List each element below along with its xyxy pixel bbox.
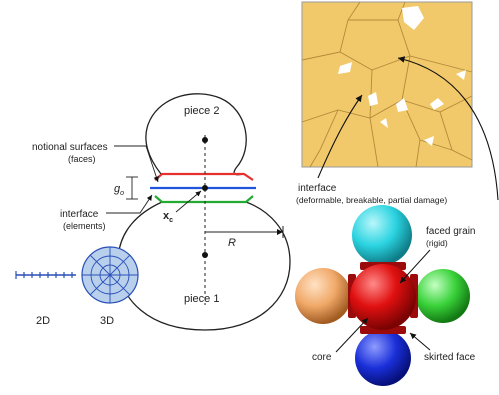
interface-deformable-sub: (deformable, breakable, partial damage)	[296, 195, 447, 205]
sphere-green	[416, 269, 470, 323]
face-top-red	[154, 172, 254, 181]
label-2d: 2D	[36, 315, 50, 327]
sphere-orange	[295, 268, 351, 324]
sphere-core	[350, 264, 416, 330]
sphere-blue	[355, 330, 411, 386]
notional-surfaces-title: notional surfaces	[32, 142, 108, 153]
faced-grain-sub: (rigid)	[426, 238, 448, 248]
sphere-cyan	[352, 205, 412, 265]
element-2d: 2D	[15, 271, 76, 327]
skirted-face-leader	[409, 332, 431, 351]
faced-grain-model	[295, 205, 470, 386]
skirted-face-label: skirted face	[424, 352, 476, 363]
label-3d: 3D	[100, 315, 114, 327]
pieces-diagram: R go xc piece 2 piece 1 notional surface…	[32, 93, 291, 331]
interface-elements-sub: (elements)	[63, 221, 106, 231]
element-3d: 3D	[81, 246, 139, 327]
faced-grain-leader	[399, 249, 431, 284]
piece-1-outline	[117, 201, 291, 331]
interface-elements-leader	[106, 194, 153, 214]
interface-deformable-arrow	[317, 94, 363, 179]
interface-deformable-title: interface	[298, 183, 337, 194]
point-xc-leader	[175, 190, 202, 213]
notional-leader	[114, 145, 159, 183]
point-xc-label: xc	[163, 210, 173, 224]
faced-grain-arrow	[397, 56, 499, 201]
centroid-piece-1	[202, 252, 208, 258]
gap-label: go	[114, 183, 124, 197]
piece-2-label: piece 2	[184, 105, 219, 117]
interface-elements-title: interface	[60, 209, 99, 220]
notional-surfaces-sub: (faces)	[68, 154, 96, 164]
radius-label: R	[228, 237, 236, 249]
point-xc	[202, 185, 208, 191]
microstructure-image	[301, 1, 473, 168]
centroid-piece-2	[202, 137, 208, 143]
faced-grain-title: faced grain	[426, 226, 475, 237]
core-label: core	[312, 352, 332, 363]
core-leader	[335, 317, 369, 353]
face-bottom-green	[154, 195, 254, 204]
piece-2-outline	[145, 93, 247, 176]
piece-1-label: piece 1	[184, 293, 219, 305]
